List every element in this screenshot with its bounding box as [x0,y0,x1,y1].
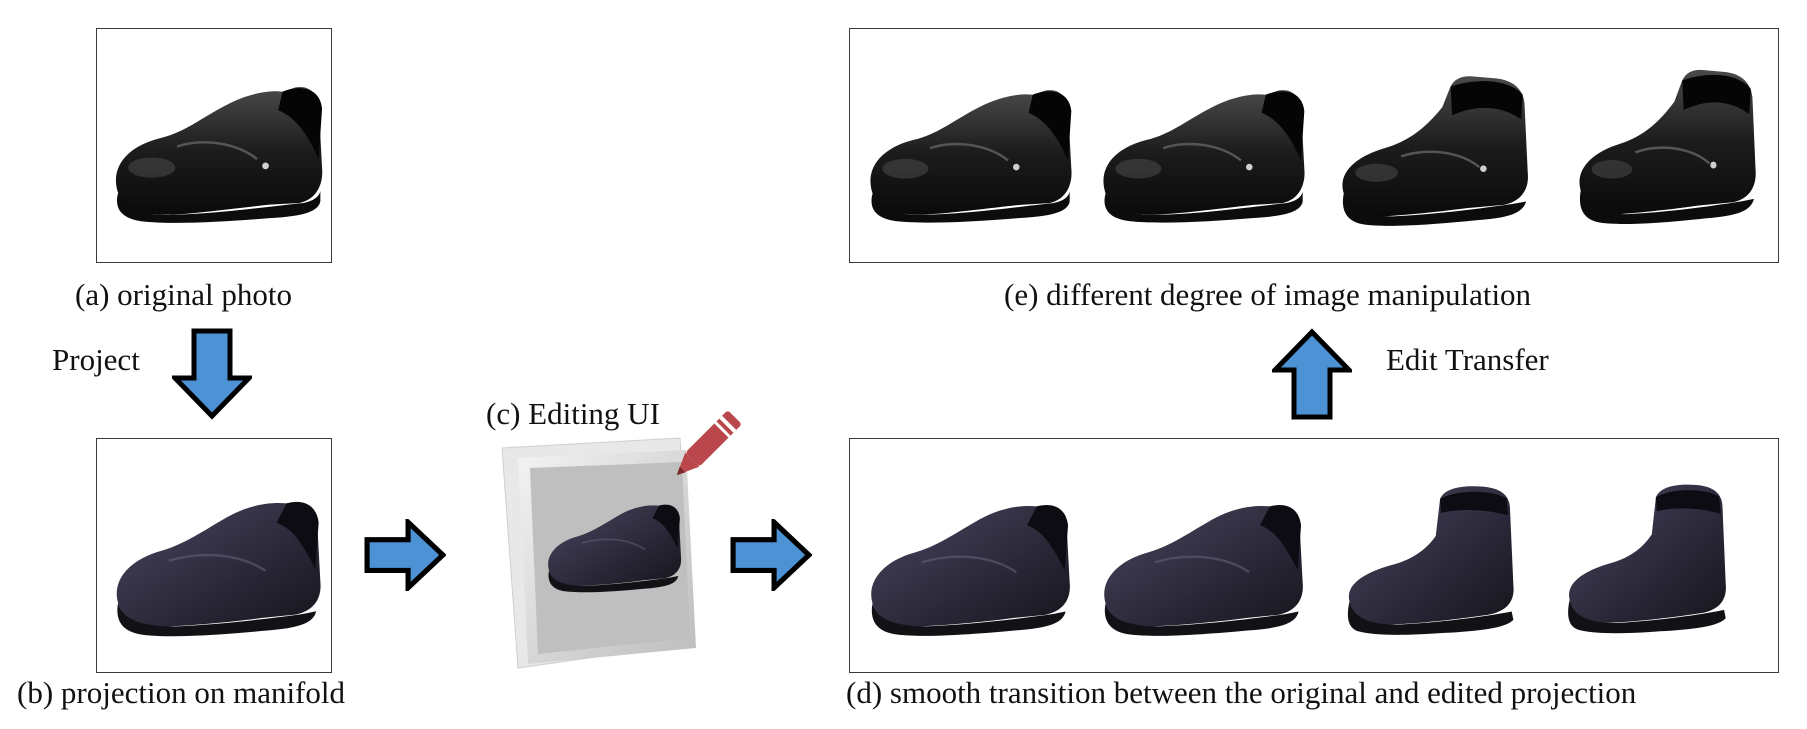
original-shoe-image [114,85,324,225]
transition-strip-frame [849,438,1779,673]
caption-b: (b) projection on manifold [17,675,345,710]
transition-shoe-4 [1568,484,1726,634]
edit-transfer-label: Edit Transfer [1386,342,1549,377]
caption-d: (d) smooth transition between the origin… [846,675,1637,710]
arrow-down-icon [172,328,252,420]
transition-shoe-2 [1102,503,1305,638]
editing-ui-panel [501,437,696,669]
project-label: Project [52,342,140,377]
manipulated-shoe-3 [1341,75,1530,228]
arrow-right-icon [364,519,446,591]
manipulated-shoe-4 [1578,68,1757,226]
transition-shoe-1 [869,503,1072,638]
transition-shoe-3 [1347,486,1514,635]
caption-e: (e) different degree of image manipulati… [1004,277,1532,312]
projected-shoe-image [115,500,322,638]
original-photo-frame [96,28,332,263]
projection-frame [96,438,332,673]
manipulation-strip-frame [849,28,1779,263]
caption-c: (c) Editing UI [486,396,660,431]
arrow-up-icon [1272,328,1352,420]
manipulated-shoe-2 [1102,88,1306,224]
pencil-icon [676,411,741,476]
arrow-right-icon [730,519,812,591]
caption-a: (a) original photo [75,277,292,312]
manipulated-shoe-1 [869,88,1073,224]
